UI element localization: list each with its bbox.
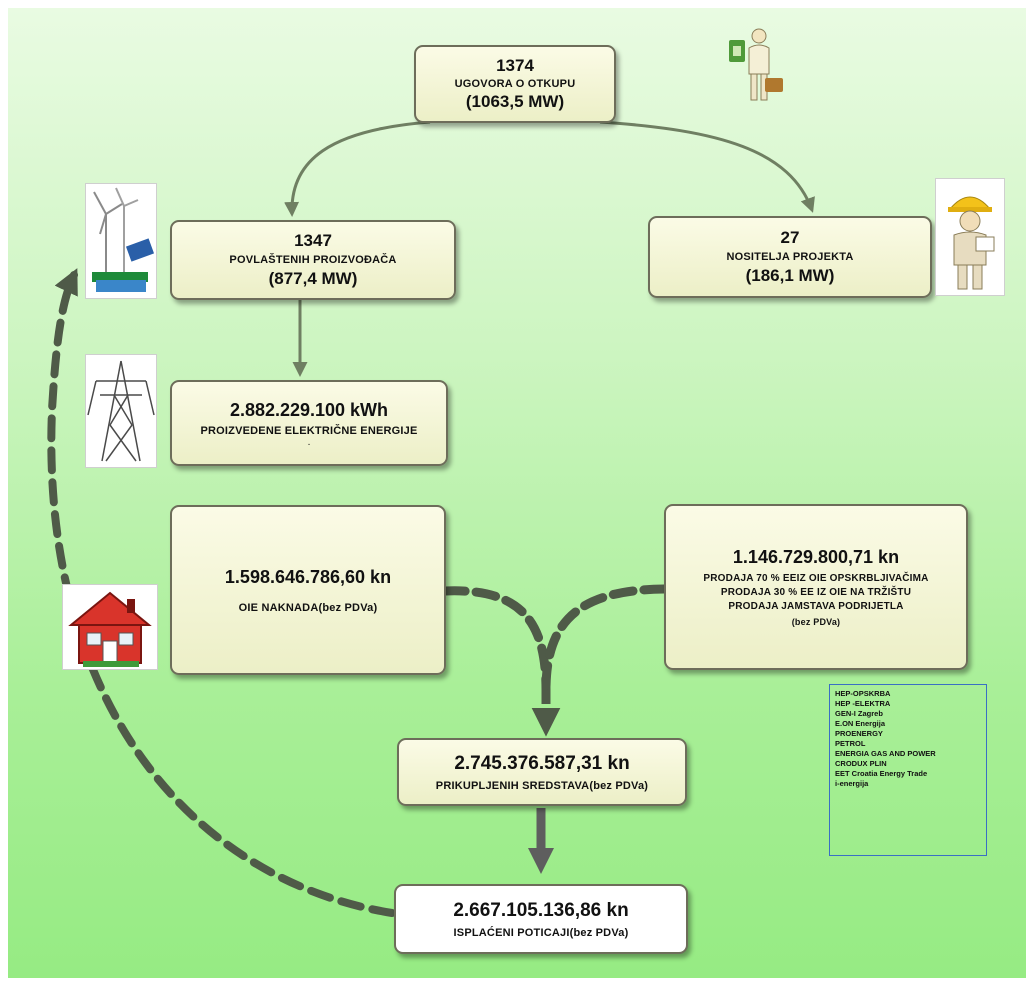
paid-box: 2.667.105.136,86 kn ISPLAĆENI POTICAJI(b… — [394, 884, 688, 954]
producers-power: (877,4 MW) — [268, 269, 358, 288]
sales-line1: PRODAJA 70 % EEIZ OIE OPSKRBLJIVAČIMA — [703, 573, 929, 584]
project-holders-power: (186,1 MW) — [745, 266, 835, 285]
diagram-canvas — [8, 8, 1026, 978]
worker-icon — [935, 178, 1005, 296]
energy-box: 2.882.229.100 kWh PROIZVEDENE ELEKTRIČNE… — [170, 380, 448, 466]
arrow-to-producers — [284, 120, 431, 217]
list-item: PROENERGY — [835, 729, 883, 738]
list-item: E.ON Energija — [835, 719, 886, 728]
businessman-icon — [727, 26, 789, 106]
arrow-collected-to-paid-head — [528, 848, 554, 874]
contracts-count: 1374 — [496, 56, 534, 75]
dashed-from-oie-fee — [440, 586, 551, 695]
list-item: GEN-I Zagreb — [835, 709, 883, 718]
producers-count: 1347 — [294, 231, 332, 250]
sales-line3: PRODAJA JAMSTAVA PODRIJETLA — [728, 601, 904, 612]
oie-fee-value: 1.598.646.786,60 kn — [224, 566, 392, 587]
sales-line2: PRODAJA 30 % EE IZ OIE NA TRŽIŠTU — [720, 587, 912, 598]
energy-mark: . — [307, 436, 311, 448]
oie-fee-box: 1.598.646.786,60 kn OIE NAKNADA(bez PDVa… — [170, 505, 446, 675]
list-item: HEP-OPSKRBA — [835, 689, 891, 698]
collected-value: 2.745.376.587,31 kn — [454, 752, 630, 774]
project-holders-label: NOSITELJA PROJEKTA — [726, 251, 854, 263]
producers-box: 1347 POVLAŠTENIH PROIZVOĐAČA (877,4 MW) — [170, 220, 456, 300]
collected-label: PRIKUPLJENIH SREDSTAVA(bez PDVa) — [435, 779, 649, 792]
dashed-from-sales — [541, 584, 669, 695]
power-pylon-icon — [85, 354, 157, 468]
project-holders-box: 27 NOSITELJA PROJEKTA (186,1 MW) — [648, 216, 932, 298]
house-icon — [62, 584, 158, 670]
supplier-list: HEP-OPSKRBA HEP -ELEKTRA GEN-I Zagreb E.… — [829, 684, 987, 856]
contracts-power: (1063,5 MW) — [465, 92, 565, 111]
arrow-to-project-holders — [599, 120, 815, 213]
energy-label: PROIZVEDENE ELEKTRIČNE ENERGIJE — [200, 424, 418, 437]
project-holders-count: 27 — [780, 228, 800, 247]
sales-value: 1.146.729.800,71 kn — [732, 547, 900, 567]
list-item: i-energija — [835, 779, 869, 788]
contracts-label: UGOVORA O OTKUPU — [454, 78, 576, 90]
paid-value: 2.667.105.136,86 kn — [453, 899, 629, 921]
collected-box: 2.745.376.587,31 kn PRIKUPLJENIH SREDSTA… — [397, 738, 687, 806]
sales-box: 1.146.729.800,71 kn PRODAJA 70 % EEIZ OI… — [664, 504, 968, 670]
list-item: ENERGIA GAS AND POWER — [835, 749, 936, 758]
wind-solar-icon — [85, 183, 157, 299]
oie-fee-label: OIE NAKNADA(bez PDVa) — [238, 601, 378, 614]
energy-value: 2.882.229.100 kWh — [229, 399, 389, 420]
sales-line4: (bez PDVa) — [791, 617, 841, 627]
paid-label: ISPLAĆENI POTICAJI(bez PDVa) — [453, 926, 629, 939]
list-item: PETROL — [835, 739, 866, 748]
contracts-box: 1374 UGOVORA O OTKUPU (1063,5 MW) — [414, 45, 616, 123]
list-item: EET Croatia Energy Trade — [835, 769, 928, 778]
list-item: HEP -ELEKTRA — [835, 699, 891, 708]
producers-label: POVLAŠTENIH PROIZVOĐAČA — [229, 254, 397, 266]
list-item: CRODUX PLIN — [835, 759, 887, 768]
